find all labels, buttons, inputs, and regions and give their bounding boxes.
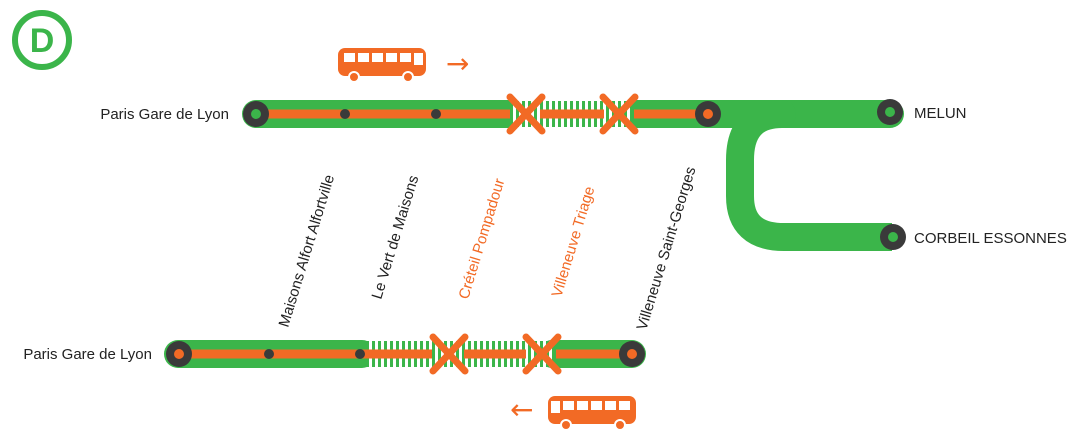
station-node xyxy=(431,109,441,119)
closed-station-cross-icon xyxy=(506,93,546,135)
bus-northbound-arrow-icon: → xyxy=(446,47,469,80)
bus-southbound-arrow-icon: ← xyxy=(510,393,533,426)
terminus-label-melun: MELUN xyxy=(914,105,967,122)
terminus-node xyxy=(877,99,903,125)
terminus-label-corbeil: CORBEIL ESSONNES xyxy=(914,230,1067,247)
station-node xyxy=(264,349,274,359)
northbound-track xyxy=(242,100,904,251)
bus-icon xyxy=(338,48,426,83)
bus-icon xyxy=(548,396,636,431)
station-node xyxy=(340,109,350,119)
station-label: Le Vert de Maisons xyxy=(369,173,423,301)
line-d-badge: D xyxy=(12,10,72,70)
terminus-label-paris-north: Paris Gare de Lyon xyxy=(100,106,229,123)
station-node xyxy=(355,349,365,359)
station-label: Maisons Alfort Alfortville xyxy=(276,173,339,329)
closed-station-cross-icon xyxy=(599,93,639,135)
terminus-label-paris-south: Paris Gare de Lyon xyxy=(23,346,152,363)
station-label: Villeneuve Saint-Georges xyxy=(634,165,700,332)
terminus-node xyxy=(243,101,269,127)
southbound-track xyxy=(164,340,646,368)
terminus-node xyxy=(880,224,906,250)
closed-station-cross-icon xyxy=(429,333,469,375)
station-label-closed: Créteil Pompadour xyxy=(456,177,509,302)
closed-station-cross-icon xyxy=(522,333,562,375)
terminus-node xyxy=(166,341,192,367)
line-badge-letter: D xyxy=(30,22,55,60)
station-label-closed: Villeneuve Triage xyxy=(549,184,599,299)
terminus-node xyxy=(619,341,645,367)
terminus-node xyxy=(695,101,721,127)
